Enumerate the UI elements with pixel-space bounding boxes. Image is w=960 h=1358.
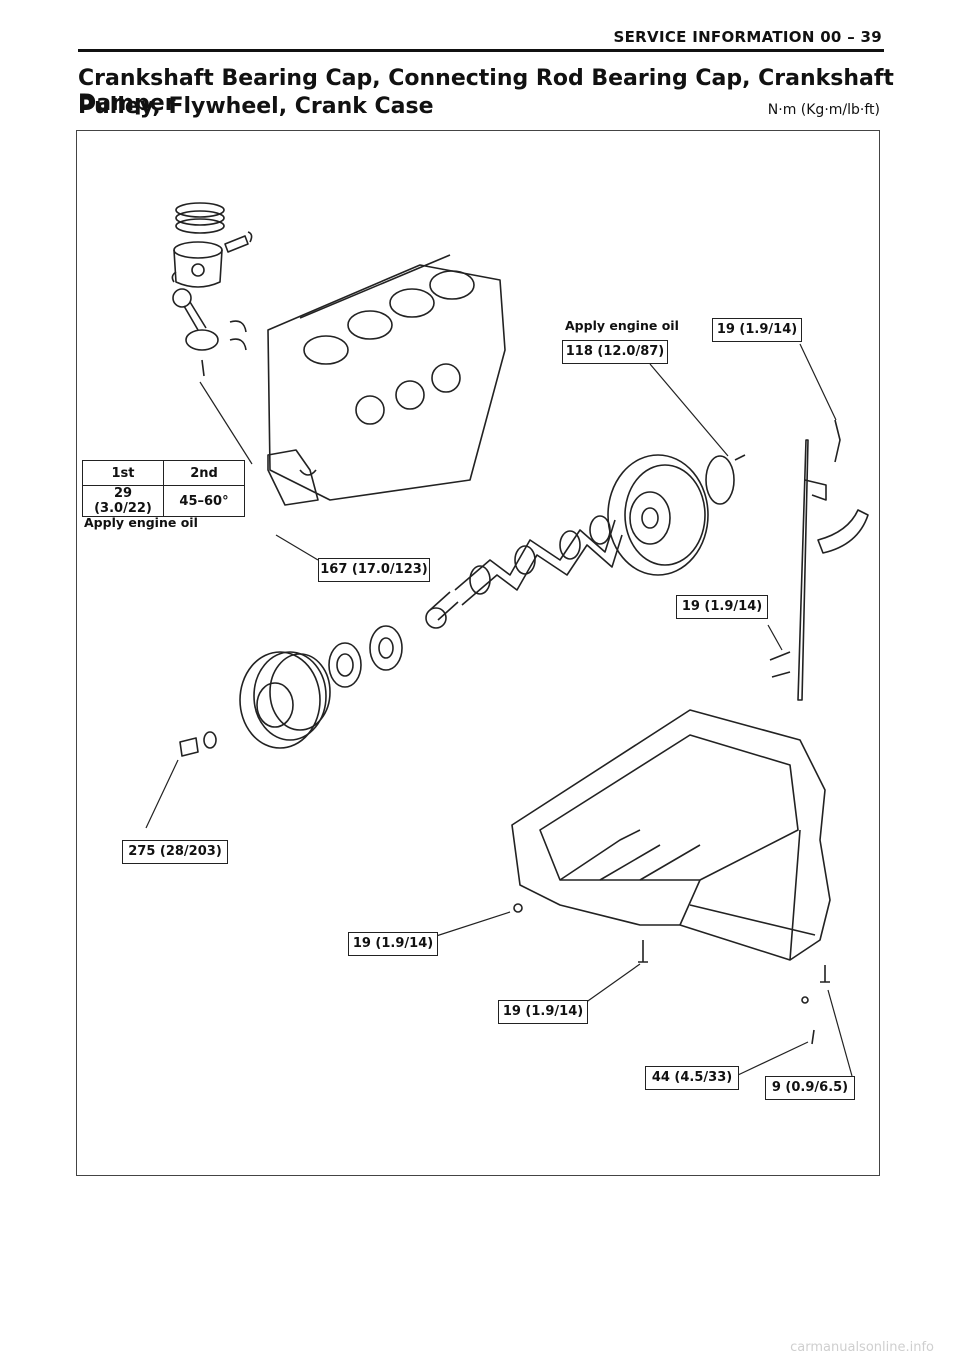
bolt-torque-angle-table: 1st 2nd 29 (3.0/22) 45–60° <box>82 460 245 517</box>
page-title-line2: Pulley, Flywheel, Crank Case <box>78 94 434 119</box>
page-header: SERVICE INFORMATION 00 – 39 <box>613 28 882 46</box>
connecting-rod-icon <box>172 288 247 377</box>
page-title-line1: Crankshaft Bearing Cap, Connecting Rod B… <box>78 66 894 116</box>
pan-bolts-icon <box>513 903 830 1045</box>
apply-oil-note-left: Apply engine oil <box>84 515 198 530</box>
damper-pulley-icon <box>239 651 331 749</box>
table-header-1st: 1st <box>82 460 164 486</box>
torque-callout-19-pan2: 19 (1.9/14) <box>498 1000 588 1024</box>
piston-rings-icon <box>175 202 225 234</box>
table-header-2nd: 2nd <box>163 460 245 486</box>
table-cell-2nd-angle: 45–60° <box>163 485 245 517</box>
torque-callout-44: 44 (4.5/33) <box>645 1066 739 1090</box>
torque-callout-167: 167 (17.0/123) <box>318 558 430 582</box>
oil-pan-icon <box>511 709 831 961</box>
pulley-bolt-icon <box>179 731 217 757</box>
torque-callout-118: 118 (12.0/87) <box>562 340 668 364</box>
torque-callout-19-mid: 19 (1.9/14) <box>676 595 768 619</box>
dipstick-icon <box>769 419 869 701</box>
units-label: N·m (Kg·m/lb·ft) <box>767 102 880 118</box>
cylinder-block-icon <box>267 254 506 506</box>
piston-icon <box>171 231 253 288</box>
flywheel-icon <box>607 454 746 576</box>
diagram-frame <box>76 130 880 1176</box>
header-rule <box>78 49 884 52</box>
torque-callout-19-pan1: 19 (1.9/14) <box>348 932 438 956</box>
crankshaft-icon <box>425 515 623 629</box>
torque-callout-19-top: 19 (1.9/14) <box>712 318 802 342</box>
leader-lines <box>145 343 853 1077</box>
apply-oil-note-right: Apply engine oil <box>565 318 679 333</box>
torque-callout-9: 9 (0.9/6.5) <box>765 1076 855 1100</box>
timing-gear-icon <box>328 625 403 688</box>
watermark: carmanualsonline.info <box>790 1340 934 1355</box>
torque-callout-275: 275 (28/203) <box>122 840 228 864</box>
table-cell-1st-torque: 29 (3.0/22) <box>82 485 164 517</box>
